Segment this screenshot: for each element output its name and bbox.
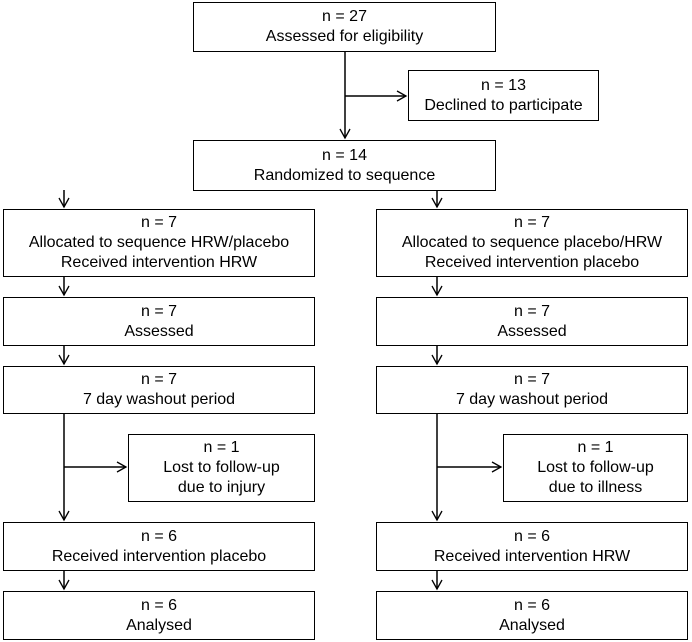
eligibility-count: n = 27 bbox=[322, 8, 367, 25]
analysed-right-count: n = 6 bbox=[513, 596, 551, 614]
alloc-right-sequence: Allocated to sequence placebo/HRW bbox=[401, 234, 663, 251]
alloc-left-count: n = 7 bbox=[140, 214, 178, 231]
node-alloc-left: n = 7 Allocated to sequence HRW/placebo … bbox=[3, 209, 315, 277]
node-washout-right: n = 7 7 day washout period bbox=[376, 366, 688, 414]
washout-right-count: n = 7 bbox=[513, 371, 551, 388]
analysed-right-label: Analysed bbox=[499, 616, 565, 634]
node-lost-right: n = 1 Lost to follow-up due to illness bbox=[503, 434, 688, 502]
node-assessed-left: n = 7 Assessed bbox=[3, 297, 315, 346]
node-randomized: n = 14 Randomized to sequence bbox=[193, 140, 496, 191]
alloc-right-intervention: Received intervention placebo bbox=[424, 254, 640, 271]
assessed-right-count: n = 7 bbox=[513, 302, 551, 320]
washout-left-label: 7 day washout period bbox=[82, 391, 236, 408]
washout-left-count: n = 7 bbox=[140, 371, 178, 388]
node-washout-left: n = 7 7 day washout period bbox=[3, 366, 315, 414]
declined-count: n = 13 bbox=[481, 76, 526, 94]
node-eligibility: n = 27 Assessed for eligibility bbox=[193, 2, 496, 52]
intervention-right-label: Received intervention HRW bbox=[433, 547, 631, 565]
node-alloc-right: n = 7 Allocated to sequence placebo/HRW … bbox=[376, 209, 688, 277]
declined-label: Declined to participate bbox=[424, 96, 583, 114]
node-intervention-right: n = 6 Received intervention HRW bbox=[376, 522, 688, 571]
node-intervention-left: n = 6 Received intervention placebo bbox=[3, 522, 315, 571]
randomized-count: n = 14 bbox=[322, 146, 367, 164]
lost-left-label: Lost to follow-up bbox=[163, 459, 280, 476]
node-analysed-right: n = 6 Analysed bbox=[376, 591, 688, 640]
node-analysed-left: n = 6 Analysed bbox=[3, 591, 315, 640]
alloc-left-sequence: Allocated to sequence HRW/placebo bbox=[28, 234, 290, 251]
intervention-left-label: Received intervention placebo bbox=[51, 547, 267, 565]
lost-left-count: n = 1 bbox=[203, 439, 240, 456]
lost-right-reason: due to illness bbox=[548, 479, 643, 496]
assessed-left-label: Assessed bbox=[124, 322, 194, 340]
analysed-left-label: Analysed bbox=[126, 616, 192, 634]
analysed-left-count: n = 6 bbox=[140, 596, 178, 614]
alloc-right-count: n = 7 bbox=[513, 214, 551, 231]
randomized-label: Randomized to sequence bbox=[253, 166, 436, 184]
lost-right-count: n = 1 bbox=[577, 439, 614, 456]
node-declined: n = 13 Declined to participate bbox=[408, 70, 599, 121]
intervention-left-count: n = 6 bbox=[140, 527, 178, 545]
alloc-left-intervention: Received intervention HRW bbox=[60, 254, 258, 271]
intervention-right-count: n = 6 bbox=[513, 527, 551, 545]
lost-right-label: Lost to follow-up bbox=[537, 459, 654, 476]
node-assessed-right: n = 7 Assessed bbox=[376, 297, 688, 346]
eligibility-label: Assessed for eligibility bbox=[265, 28, 424, 45]
node-lost-left: n = 1 Lost to follow-up due to injury bbox=[128, 434, 315, 502]
assessed-left-count: n = 7 bbox=[140, 302, 178, 320]
assessed-right-label: Assessed bbox=[497, 322, 567, 340]
washout-right-label: 7 day washout period bbox=[455, 391, 609, 408]
lost-left-reason: due to injury bbox=[177, 479, 266, 496]
